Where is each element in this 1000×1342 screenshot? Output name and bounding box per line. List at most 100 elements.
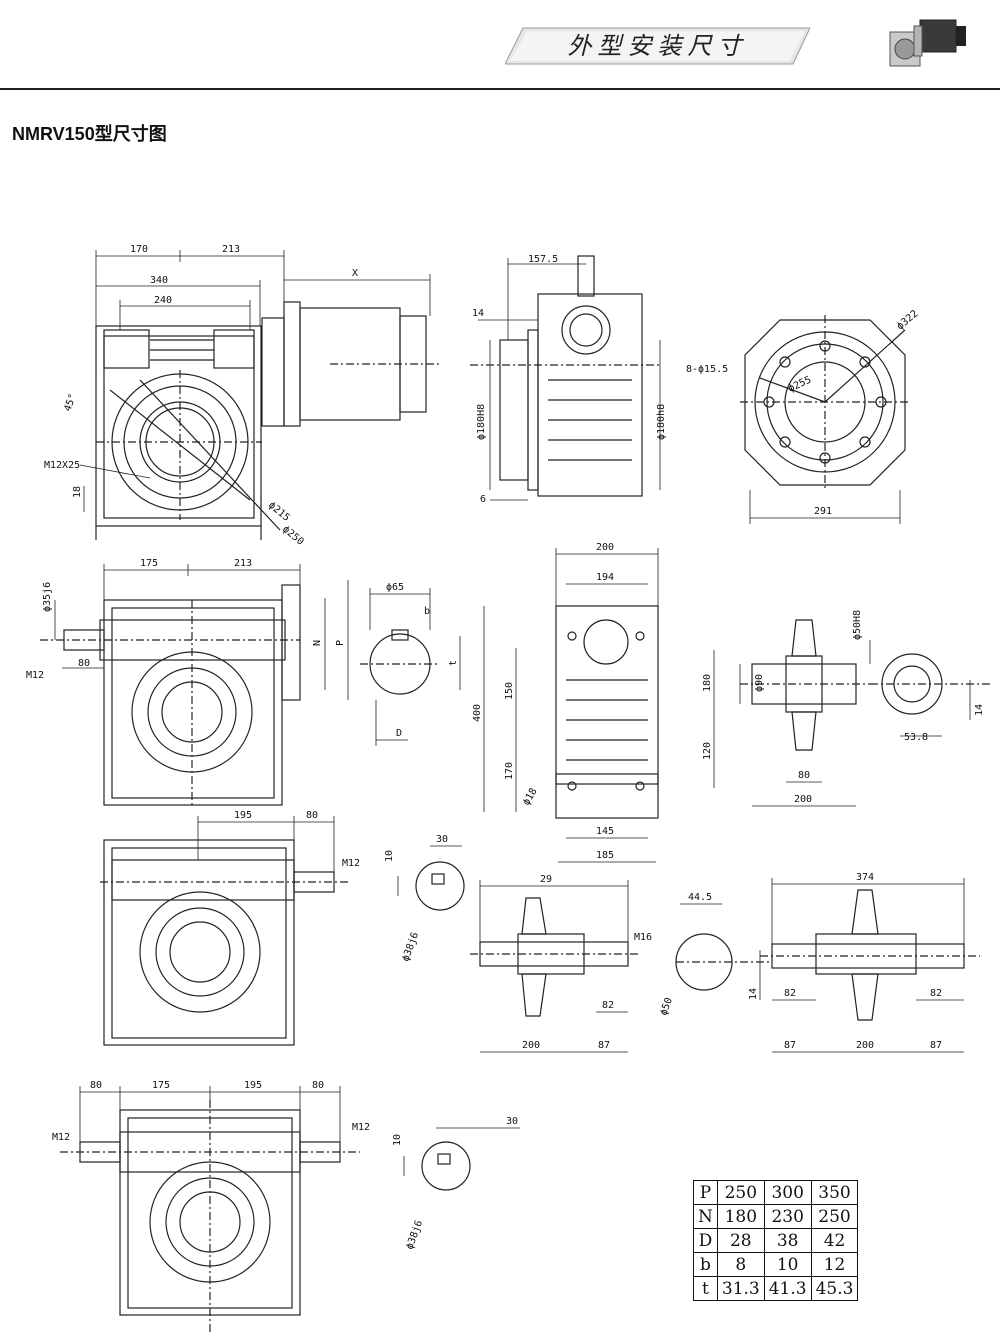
dim-87-b: 87 (784, 1040, 796, 1051)
dim-phi50: ϕ50 (658, 996, 675, 1017)
dim-175-b: 175 (152, 1080, 170, 1091)
table-value-cell: 250 (716, 1180, 765, 1205)
table-value-cell: 300 (763, 1180, 812, 1205)
dim-14-b: 14 (974, 704, 985, 716)
banner-shape (505, 27, 810, 65)
dim-m12-d: M12 (352, 1122, 370, 1133)
dim-80-e: 80 (312, 1080, 324, 1091)
dim-82-a: 82 (602, 1000, 614, 1011)
dim-44-5: 44.5 (688, 892, 712, 903)
dim-phi50H8: ϕ50H8 (852, 610, 863, 640)
dim-phi255: ϕ255 (787, 375, 813, 395)
table-key-cell: t (693, 1276, 718, 1301)
dim-n: N (312, 640, 323, 646)
table-value-cell: 31.3 (716, 1276, 765, 1301)
shaft-m16-view (470, 897, 640, 1017)
dim-80-b: 80 (798, 770, 810, 781)
flange-view (740, 315, 910, 490)
dim-45deg: 45° (62, 392, 79, 413)
dim-phi18: ϕ18 (521, 786, 540, 807)
dim-80-c: 80 (306, 810, 318, 821)
table-value-cell: 28 (716, 1228, 765, 1253)
side-view (470, 255, 660, 497)
dim-180: 180 (702, 674, 713, 692)
dim-82-c: 82 (930, 988, 942, 999)
dim-213-b: 213 (234, 558, 252, 569)
dim-29: 29 (540, 874, 552, 885)
dim-200-c: 200 (522, 1040, 540, 1051)
dim-185: 185 (596, 850, 614, 861)
dim-150: 150 (504, 682, 515, 700)
dim-10-b: 10 (392, 1134, 403, 1146)
dim-145: 145 (596, 826, 614, 837)
table-value-cell: 10 (763, 1252, 812, 1277)
table-value-cell: 41.3 (763, 1276, 812, 1301)
table-value-cell: 45.3 (810, 1276, 859, 1301)
dim-291: 291 (814, 506, 832, 517)
key-profile-38-b (421, 1141, 471, 1191)
table-key-cell: b (693, 1252, 718, 1277)
dim-6: 6 (480, 494, 486, 505)
dim-240: 240 (154, 295, 172, 306)
dim-340: 340 (150, 275, 168, 286)
dim-phi322: ϕ322 (895, 308, 921, 332)
dim-phi35j6: ϕ35j6 (42, 582, 53, 612)
input-shaft-view (40, 584, 301, 806)
dim-400: 400 (472, 704, 483, 722)
dim-10-a: 10 (384, 850, 395, 862)
dim-170-b: 170 (504, 762, 515, 780)
dim-phi38j6-b: ϕ38j6 (404, 1219, 425, 1251)
table-value-cell: 180 (716, 1204, 765, 1229)
dim-80-d: 80 (90, 1080, 102, 1091)
dim-d: D (396, 728, 402, 739)
dim-phi215: ϕ215 (266, 500, 292, 524)
housing-top-view (555, 605, 659, 819)
dim-18: 18 (72, 486, 83, 498)
dim-b: b (424, 606, 430, 617)
dim-213: 213 (222, 244, 240, 255)
table-value-cell: 8 (716, 1252, 765, 1277)
dim-30-b: 30 (506, 1116, 518, 1127)
page-title: NMRV150型尺寸图 (12, 124, 167, 144)
dim-200-b: 200 (794, 794, 812, 805)
dim-p: P (335, 640, 346, 646)
dim-14-c: 14 (748, 988, 759, 1000)
dim-m12-a: M12 (26, 670, 44, 681)
dim-157-5: 157.5 (528, 254, 558, 265)
key-profile-d (360, 629, 440, 695)
gearbox-photo (889, 19, 966, 67)
dim-80-a: 80 (78, 658, 90, 669)
dim-120: 120 (702, 742, 713, 760)
dim-175: 175 (140, 558, 158, 569)
dim-200-d: 200 (856, 1040, 874, 1051)
table-value-cell: 42 (810, 1228, 859, 1253)
dim-t: t (448, 660, 459, 666)
dim-phi180H8: ϕ180H8 (476, 404, 487, 440)
table-key-cell: D (693, 1228, 718, 1253)
double-shaft-view (760, 889, 980, 1021)
dim-194: 194 (596, 572, 614, 583)
dim-82-b: 82 (784, 988, 796, 999)
dim-phi38j6-a: ϕ38j6 (400, 931, 421, 963)
table-value-cell: 250 (810, 1204, 859, 1229)
dim-m12-b: M12 (342, 858, 360, 869)
front-view (95, 301, 440, 540)
dim-8-phi15-5: 8-ϕ15.5 (686, 364, 728, 375)
dim-200-a: 200 (596, 542, 614, 553)
key-profile-38-a (415, 861, 465, 911)
hollow-shaft-section (740, 619, 990, 751)
dim-phi250: ϕ250 (280, 524, 306, 548)
dim-m16: M16 (634, 932, 652, 943)
dim-m12x25: M12X25 (44, 460, 80, 471)
table-key-cell: P (693, 1180, 718, 1205)
dim-phi65: ϕ65 (386, 582, 404, 593)
dim-87-a: 87 (598, 1040, 610, 1051)
table-value-cell: 38 (763, 1228, 812, 1253)
table-value-cell: 350 (810, 1180, 859, 1205)
table-value-cell: 12 (810, 1252, 859, 1277)
